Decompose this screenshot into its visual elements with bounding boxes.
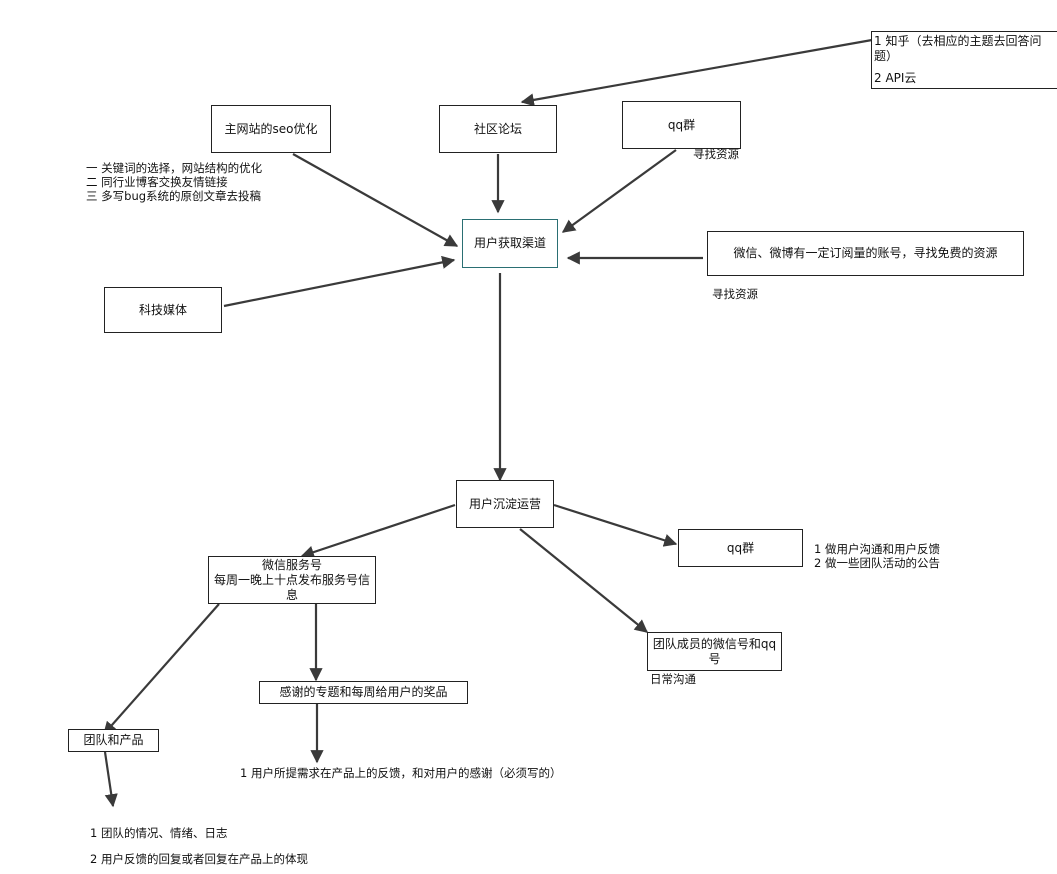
thanks-box[interactable]: 感谢的专题和每周给用户的奖品 [259,681,468,704]
team-product-note-2: 2 用户反馈的回复或者回复在产品上的体现 [90,852,308,866]
service-account-title: 微信服务号 [261,557,322,572]
arrow-qq-to-channel [561,149,677,233]
arrow-retention-to-team-contacts [519,528,649,633]
arrow-media-to-channel [223,255,456,308]
qq-group-bottom-box[interactable]: qq群 [678,529,803,567]
arrow-retention-to-service [300,503,456,559]
qq-group-bottom-label: qq群 [726,540,755,555]
arrow-service-to-team [103,603,220,735]
seo-label: 主网站的seo优化 [224,121,318,136]
forum-label: 社区论坛 [473,121,522,136]
weixin-note: 寻找资源 [712,287,758,301]
team-product-note: 1 团队的情况、情绪、日志 2 用户反馈的回复或者回复在产品上的体现 [90,826,308,866]
team-contacts-label: 团队成员的微信号和qq号 [652,636,777,666]
qq-bottom-note: 1 做用户沟通和用户反馈 2 做一些团队活动的公告 [814,542,940,570]
thanks-label: 感谢的专题和每周给用户的奖品 [279,685,448,699]
seo-note-2: 二 同行业博客交换友情链接 [86,175,228,189]
qq-bottom-note-1: 1 做用户沟通和用户反馈 [814,542,940,556]
arrow-zhihu-to-forum [520,38,873,107]
retention-label: 用户沉淀运营 [468,496,541,511]
team-contacts-note: 日常沟通 [650,672,696,686]
seo-note-3: 三 多写bug系统的原创文章去投稿 [86,189,262,203]
qq-bottom-note-2: 2 做一些团队活动的公告 [814,556,940,570]
weixin-weibo-label: 微信、微博有一定订阅量的账号，寻找免费的资源 [733,246,998,260]
api-cloud-line: 2 API云 [874,71,917,85]
arrow-team-to-note [103,751,118,808]
retention-box[interactable]: 用户沉淀运营 [456,480,554,528]
thanks-note: 1 用户所提需求在产品上的反馈，和对用户的感谢（必须写的） [240,766,562,780]
qq-group-top-box[interactable]: qq群 [622,101,741,149]
team-product-label: 团队和产品 [83,733,144,747]
zhihu-box[interactable]: 1 知乎（去相应的主题去回答问题） 2 API云 [871,31,1057,89]
seo-note: 一 关键词的选择，网站结构的优化 二 同行业博客交换友情链接 三 多写bug系统… [86,161,262,203]
team-product-box[interactable]: 团队和产品 [68,729,159,752]
weixin-weibo-box[interactable]: 微信、微博有一定订阅量的账号，寻找免费的资源 [707,231,1024,276]
service-account-schedule: 每周一晚上十点发布服务号信息 [213,572,370,602]
channel-label: 用户获取渠道 [473,236,546,250]
seo-box[interactable]: 主网站的seo优化 [211,105,331,153]
arrow-retention-to-qq [553,503,678,547]
team-contacts-box[interactable]: 团队成员的微信号和qq号 [647,632,782,671]
seo-note-1: 一 关键词的选择，网站结构的优化 [86,161,263,175]
forum-box[interactable]: 社区论坛 [439,105,557,153]
team-product-note-1: 1 团队的情况、情绪、日志 [90,826,228,840]
qq-group-top-label: qq群 [667,117,696,132]
qq-top-note: 寻找资源 [693,147,739,161]
tech-media-label: 科技媒体 [138,302,187,317]
service-account-box[interactable]: 微信服务号 每周一晚上十点发布服务号信息 [208,556,376,604]
zhihu-line: 1 知乎（去相应的主题去回答问题） [874,34,1042,63]
channel-box[interactable]: 用户获取渠道 [462,219,558,268]
tech-media-box[interactable]: 科技媒体 [104,287,222,333]
arrow-seo-to-channel [292,153,459,247]
